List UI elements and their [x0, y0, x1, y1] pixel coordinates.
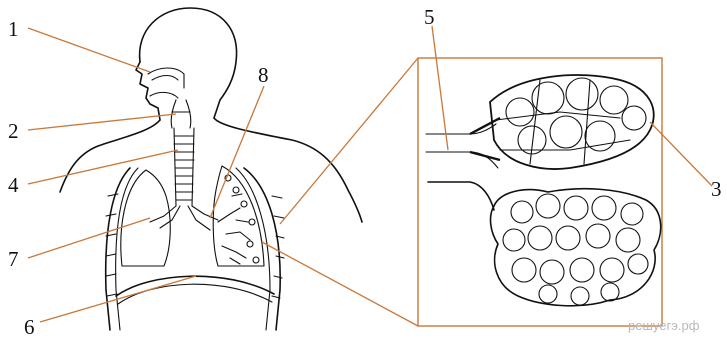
watermark: решуегэ.рф — [628, 318, 700, 333]
label-2: 2 — [8, 119, 19, 143]
nasal-cavity — [148, 68, 184, 98]
chest-wall — [106, 168, 284, 330]
alveolar-sacs — [491, 189, 661, 306]
left-lung — [121, 170, 170, 266]
bronchiole — [426, 124, 498, 210]
alveoli-magnified-panel — [262, 58, 662, 326]
number-labels: 1 2 3 4 5 6 7 8 — [8, 5, 722, 339]
trachea — [174, 128, 194, 206]
label-1: 1 — [8, 17, 19, 41]
human-figure — [60, 8, 362, 222]
label-4: 4 — [8, 173, 19, 197]
diaphragm — [116, 276, 274, 304]
label-5: 5 — [424, 5, 435, 29]
bronchi — [150, 206, 218, 230]
capillary-network — [470, 75, 654, 169]
label-6: 6 — [24, 315, 35, 339]
label-7: 7 — [8, 247, 19, 271]
label-8: 8 — [258, 63, 269, 87]
leader-lines — [28, 26, 712, 322]
label-3: 3 — [711, 177, 722, 201]
